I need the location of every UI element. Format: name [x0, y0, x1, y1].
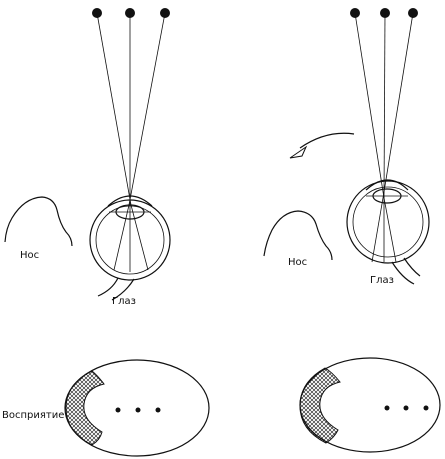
perceived-dot-left-3 — [155, 407, 161, 413]
blind-spot-region-left — [65, 370, 105, 446]
eye-label-right: Глаз — [370, 275, 394, 286]
nose-outline-left — [4, 196, 73, 247]
left-panel: Нос Глаз Восприятие — [2, 8, 210, 457]
perception-label: Восприятие — [2, 410, 64, 421]
perceived-dot-right-1 — [384, 405, 390, 411]
eyeball-left — [89, 195, 171, 301]
perceived-dot-left-2 — [135, 407, 141, 413]
light-rays-right — [354, 12, 414, 263]
blind-spot-region-right — [299, 367, 341, 444]
perception-field-right — [299, 357, 441, 453]
perceived-dot-right-3 — [423, 405, 429, 411]
perception-field-left — [64, 359, 210, 457]
eyeball-right — [346, 179, 430, 285]
nose-label-right: Нос — [288, 257, 307, 268]
perceived-dot-left-1 — [115, 407, 121, 413]
perceived-dot-right-2 — [403, 405, 409, 411]
light-rays-left — [96, 12, 166, 272]
eye-label-left: Глаз — [112, 296, 136, 307]
nose-outline-right — [263, 210, 333, 261]
right-panel: Нос Глаз — [263, 8, 441, 453]
nose-label-left: Нос — [20, 250, 39, 261]
rotation-arrow-icon — [289, 132, 355, 159]
